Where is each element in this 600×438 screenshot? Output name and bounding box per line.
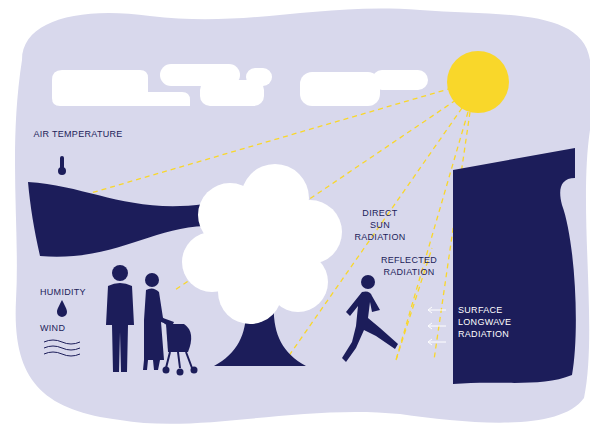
tree xyxy=(182,164,342,366)
air-temperature-label: AIR TEMPERATURE xyxy=(30,128,126,140)
sun xyxy=(447,51,509,113)
sky-blob xyxy=(15,8,590,423)
longwave-arrows xyxy=(428,307,446,345)
building xyxy=(453,148,576,384)
clouds xyxy=(52,64,428,106)
wind-band xyxy=(28,182,205,257)
runner-figure xyxy=(342,275,398,362)
woman-with-stroller xyxy=(143,273,198,376)
man-figure xyxy=(106,265,134,372)
wind-icon xyxy=(44,340,80,356)
drop-icon xyxy=(57,300,67,317)
thermometer-icon xyxy=(58,156,66,175)
humidity-label: HUMIDITY xyxy=(40,286,110,298)
longwave-label: SURFACE LONGWAVE RADIATION xyxy=(458,304,530,340)
reflected-radiation-label: REFLECTED RADIATION xyxy=(378,254,440,278)
direct-sun-label: DIRECT SUN RADIATION xyxy=(352,207,408,243)
wind-label: WIND xyxy=(40,322,90,334)
